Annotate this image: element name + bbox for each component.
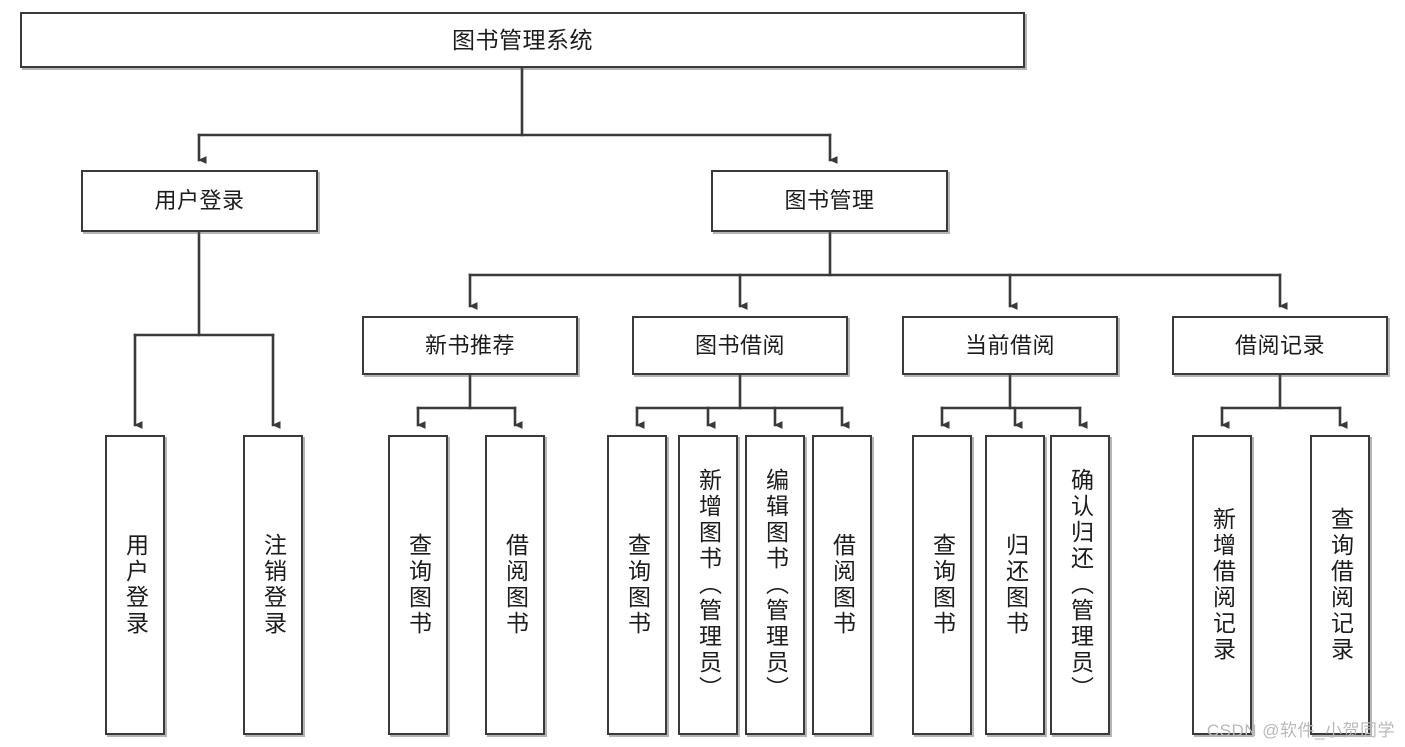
node-label: 图书借阅: [694, 332, 785, 358]
node-leaf-query-book-current[interactable]: 查询图书: [912, 435, 972, 735]
node-label: 新书推荐: [424, 332, 515, 358]
node-label: 编辑图书（管理员）: [762, 468, 789, 702]
node-leaf-borrow-book-rec[interactable]: 借阅图书: [485, 435, 545, 735]
node-user-login[interactable]: 用户登录: [81, 170, 318, 232]
node-label: 查询借阅记录: [1327, 507, 1354, 663]
node-new-book-recommend[interactable]: 新书推荐: [362, 316, 578, 375]
node-book-borrow[interactable]: 图书借阅: [632, 316, 848, 375]
node-label: 图书管理系统: [452, 26, 593, 53]
node-label: 用户登录: [122, 533, 149, 637]
node-leaf-edit-book-admin[interactable]: 编辑图书（管理员）: [745, 435, 805, 735]
node-leaf-query-book-borrow[interactable]: 查询图书: [607, 435, 667, 735]
node-label: 图书管理: [784, 188, 875, 214]
node-label: 用户登录: [154, 188, 245, 214]
node-leaf-logout-login[interactable]: 注销登录: [243, 435, 303, 735]
node-root-system[interactable]: 图书管理系统: [20, 12, 1025, 68]
node-leaf-return-book[interactable]: 归还图书: [985, 435, 1045, 735]
node-label: 归还图书: [1002, 533, 1029, 637]
node-book-manage[interactable]: 图书管理: [711, 170, 948, 232]
node-label: 查询图书: [929, 533, 956, 637]
node-label: 借阅记录: [1234, 332, 1325, 358]
node-label: 查询图书: [405, 533, 432, 637]
node-label: 新增借阅记录: [1209, 507, 1236, 663]
node-borrow-record[interactable]: 借阅记录: [1172, 316, 1388, 375]
node-leaf-user-login[interactable]: 用户登录: [105, 435, 165, 735]
node-leaf-query-borrow-record[interactable]: 查询借阅记录: [1310, 435, 1370, 735]
node-label: 借阅图书: [502, 533, 529, 637]
node-current-borrow[interactable]: 当前借阅: [902, 316, 1118, 375]
node-label: 当前借阅: [964, 332, 1055, 358]
node-leaf-confirm-return-admin[interactable]: 确认归还（管理员）: [1050, 435, 1110, 735]
node-label: 新增图书（管理员）: [695, 468, 722, 702]
node-leaf-add-book-admin[interactable]: 新增图书（管理员）: [678, 435, 738, 735]
csdn-watermark: CSDN @软件_小贺同学: [1206, 721, 1395, 740]
node-label: 注销登录: [260, 533, 287, 637]
node-label: 确认归还（管理员）: [1067, 468, 1094, 702]
node-label: 查询图书: [624, 533, 651, 637]
node-leaf-add-borrow-record[interactable]: 新增借阅记录: [1192, 435, 1252, 735]
node-label: 借阅图书: [829, 533, 856, 637]
node-leaf-query-book-rec[interactable]: 查询图书: [388, 435, 448, 735]
node-leaf-borrow-book[interactable]: 借阅图书: [812, 435, 872, 735]
